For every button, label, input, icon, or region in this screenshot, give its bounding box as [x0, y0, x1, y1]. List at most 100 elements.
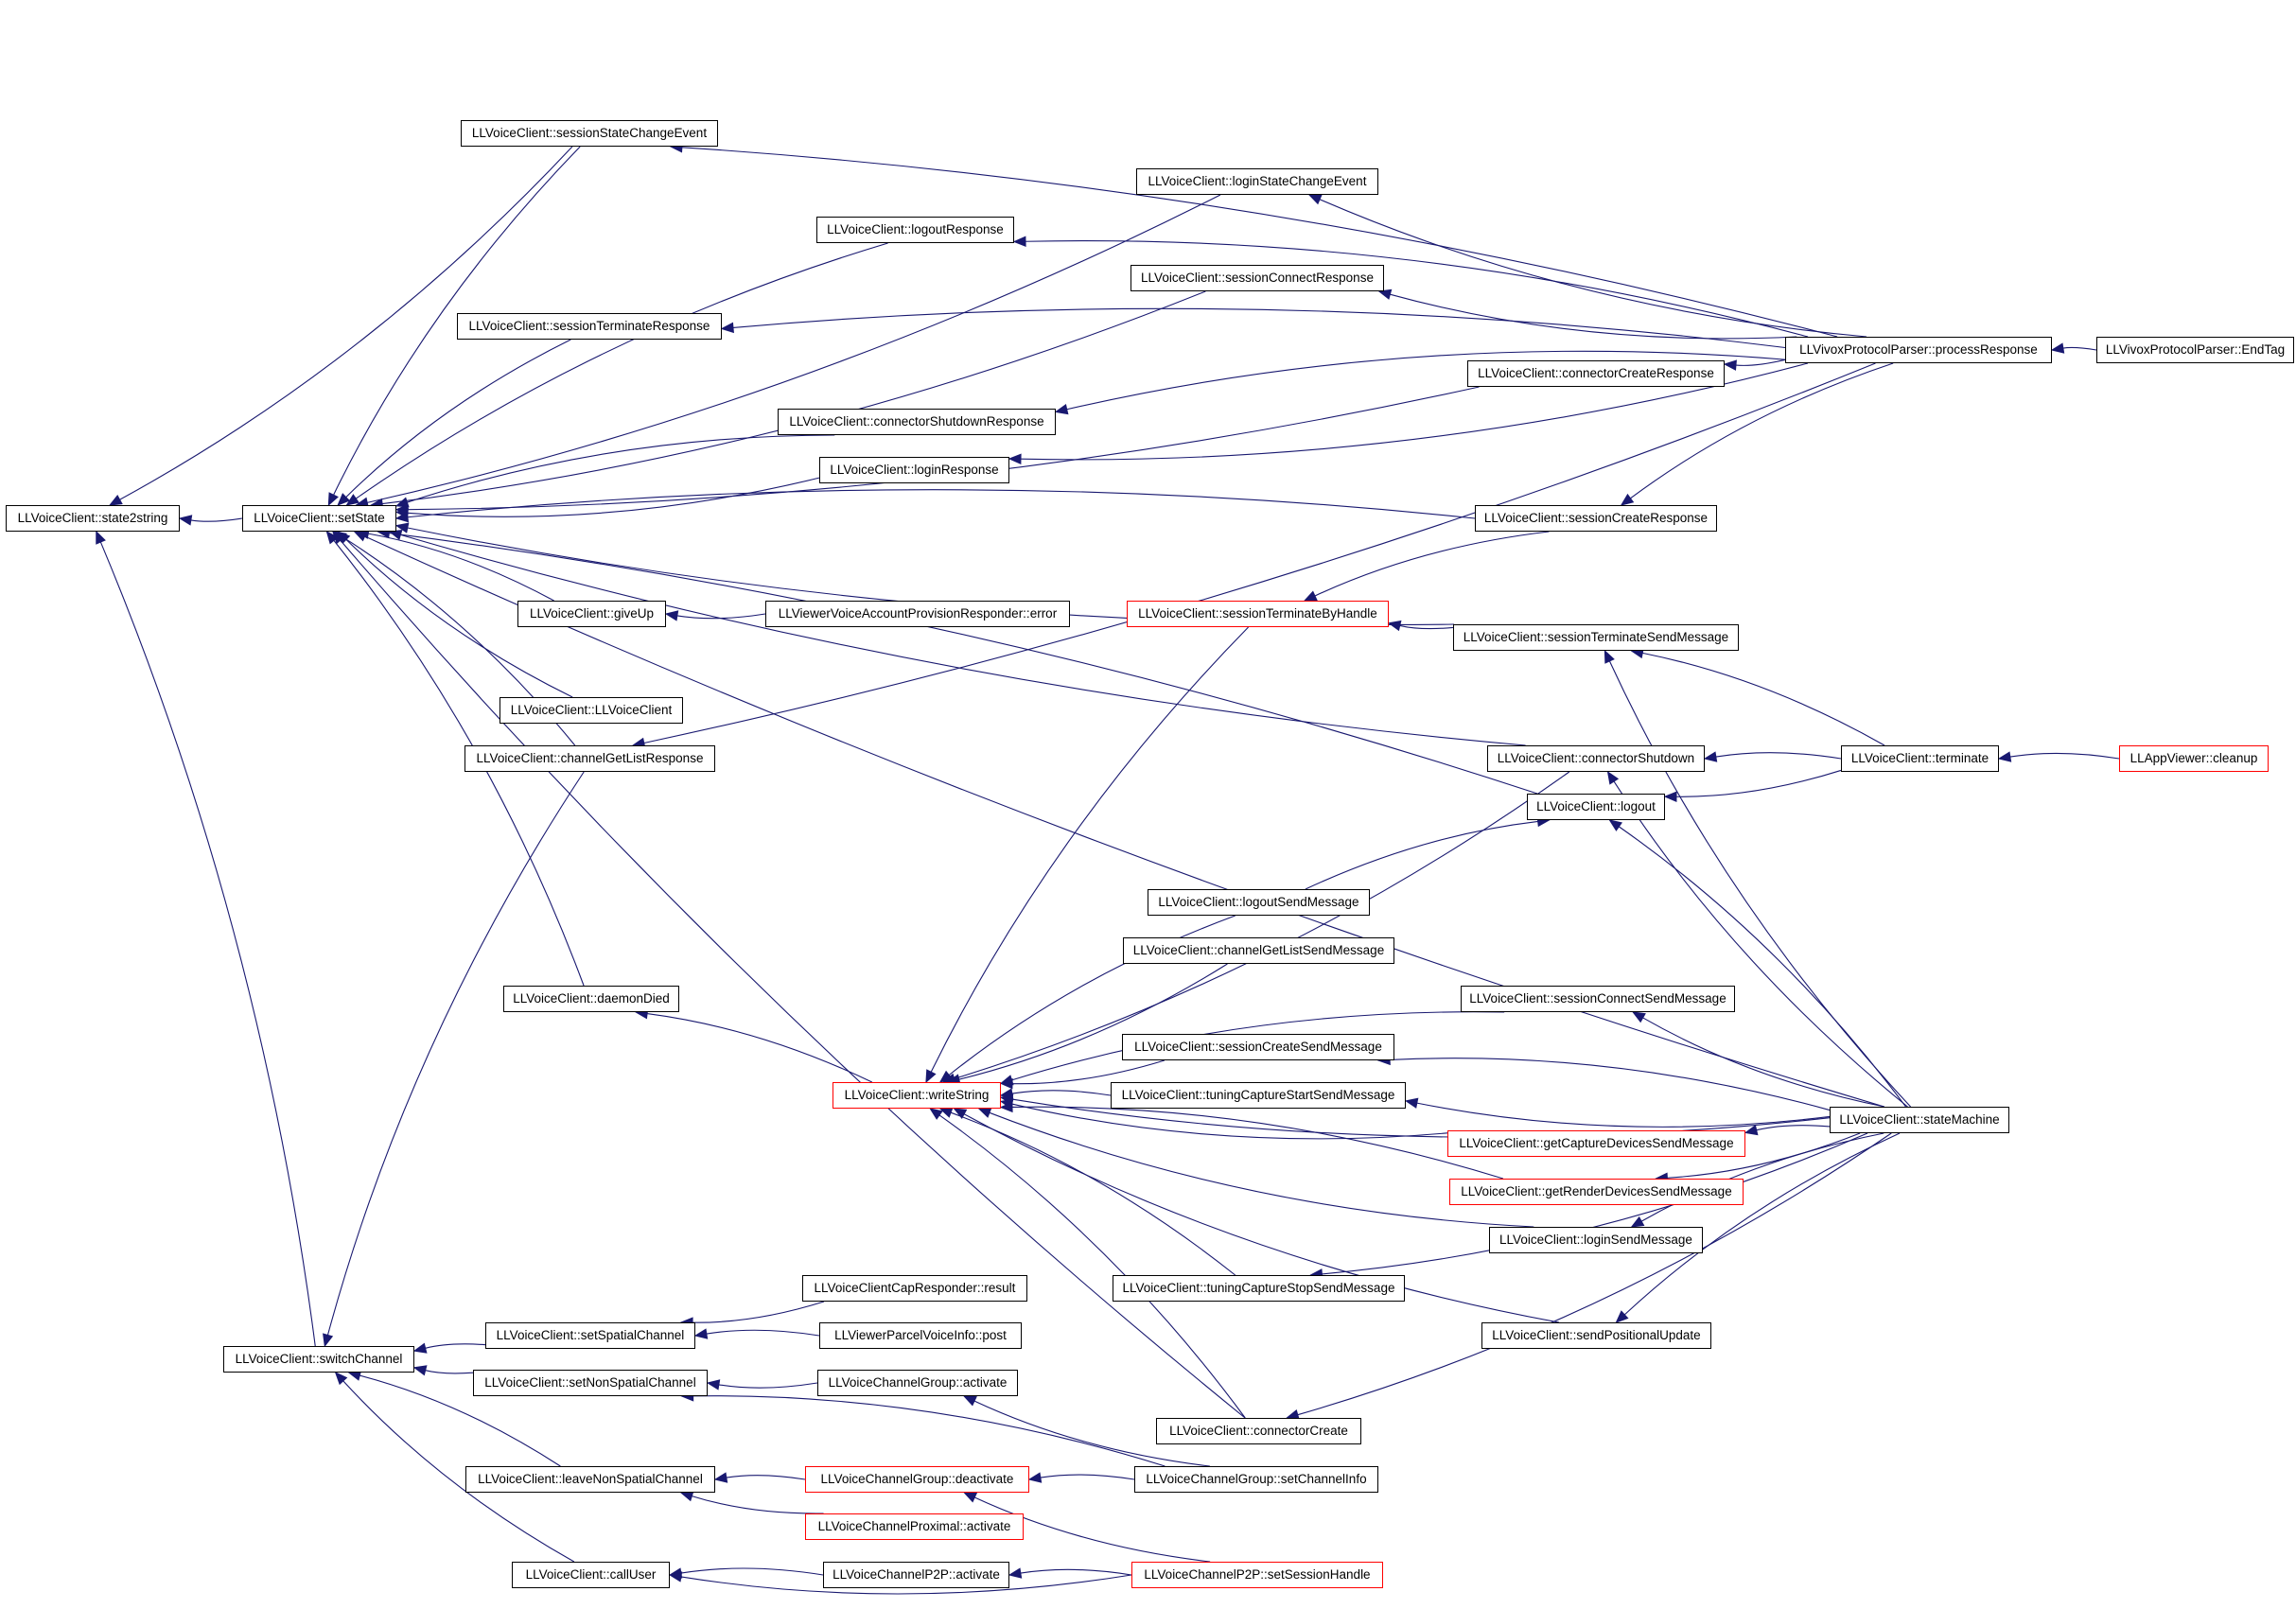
node-parcelvoiceinfo-post[interactable]: LLViewerParcelVoiceInfo::post — [819, 1322, 1022, 1349]
node-channelgetlistresponse[interactable]: LLVoiceClient::channelGetListResponse — [464, 745, 715, 772]
node-channelproximal-activate[interactable]: LLVoiceChannelProximal::activate — [805, 1513, 1024, 1540]
node-daemondied[interactable]: LLVoiceClient::daemonDied — [503, 986, 679, 1012]
arrowhead-setChannelInfo-to-groupDeactivate — [1027, 1472, 1043, 1483]
node-channelp2p-activate[interactable]: LLVoiceChannelP2P::activate — [823, 1562, 1009, 1588]
edge-processResponse-to-sessionTerminateResponse — [732, 307, 1786, 349]
node-switchchannel[interactable]: LLVoiceClient::switchChannel — [223, 1346, 414, 1373]
node-terminate[interactable]: LLVoiceClient::terminate — [1841, 745, 1999, 772]
node-sessionconnectsendmessage[interactable]: LLVoiceClient::sessionConnectSendMessage — [1461, 986, 1735, 1012]
node-channelgroup-activate[interactable]: LLVoiceChannelGroup::activate — [817, 1370, 1018, 1396]
edge-parcelPost-to-setSpatialChannel — [706, 1329, 820, 1337]
arrowhead-setSessionHandle-to-groupDeactivate — [963, 1492, 978, 1503]
node-getrenderdevicessendmessage[interactable]: LLVoiceClient::getRenderDevicesSendMessa… — [1449, 1179, 1744, 1205]
node-provisionerror[interactable]: LLViewerVoiceAccountProvisionResponder::… — [765, 601, 1070, 627]
node-setchannelinfo[interactable]: LLVoiceChannelGroup::setChannelInfo — [1134, 1466, 1378, 1493]
node-channelgetlistsendmessage[interactable]: LLVoiceClient::channelGetListSendMessage — [1123, 937, 1394, 964]
node-sendpositionalupdate[interactable]: LLVoiceClient::sendPositionalUpdate — [1481, 1322, 1711, 1349]
node-sessionterminatebyhandle[interactable]: LLVoiceClient::sessionTerminateByHandle — [1127, 601, 1389, 627]
node-llvoiceclient-constructor[interactable]: LLVoiceClient::LLVoiceClient — [500, 697, 683, 724]
node-setsessionhandle[interactable]: LLVoiceChannelP2P::setSessionHandle — [1131, 1562, 1383, 1588]
arrowhead-stateMachine-to-setState — [353, 531, 368, 542]
arrowhead-EndTag-to-processResponse — [2050, 342, 2065, 354]
arrowhead-getRenderDevicesSendMessage-to-writeString — [999, 1101, 1013, 1113]
edge-connectorCreate-to-writeString — [938, 1114, 1246, 1419]
edge-connectorShutdownResponse-to-setState — [407, 434, 835, 503]
node-sessioncreateresponse[interactable]: LLVoiceClient::sessionCreateResponse — [1475, 505, 1717, 532]
edge-leaveNonSpatialChannel-to-switchChannel — [359, 1374, 561, 1467]
arrowhead-processResponse-to-sessionCreateResponse — [1620, 493, 1635, 506]
edge-stateMachine-to-logout — [1618, 826, 1906, 1108]
arrowhead-processResponse-to-loginResponse — [1008, 453, 1022, 464]
arrowhead-processResponse-to-sessionConnectResponse — [1377, 289, 1393, 300]
arrowhead-sessionStateChangeEvent-to-setState — [327, 492, 339, 507]
node-state2string[interactable]: LLVoiceClient::state2string — [6, 505, 180, 532]
edge-switchChannel-to-state2string — [99, 541, 316, 1347]
node-giveup[interactable]: LLVoiceClient::giveUp — [517, 601, 666, 627]
arrowhead-channelGetListResponse-to-switchChannel — [323, 1333, 334, 1348]
node-loginstatechangeevent[interactable]: LLVoiceClient::loginStateChangeEvent — [1136, 168, 1378, 195]
node-connectorshutdown[interactable]: LLVoiceClient::connectorShutdown — [1487, 745, 1705, 772]
node-setnonspatialchannel[interactable]: LLVoiceClient::setNonSpatialChannel — [473, 1370, 708, 1396]
edge-processResponse-to-sessionCreateResponse — [1630, 362, 1894, 499]
edge-writeString-to-daemonDied — [647, 1013, 873, 1083]
node-connectorcreateresponse[interactable]: LLVoiceClient::connectorCreateResponse — [1467, 360, 1725, 387]
arrowhead-processResponse-to-connectorShutdownResponse — [1054, 404, 1069, 415]
node-capresponder-result[interactable]: LLVoiceClientCapResponder::result — [802, 1275, 1027, 1302]
edge-sessionStateChangeEvent-to-state2string — [119, 146, 573, 500]
edge-setSessionHandle-to-p2pActivate — [1020, 1568, 1132, 1576]
node-sessionterminatesendmessage[interactable]: LLVoiceClient::sessionTerminateSendMessa… — [1453, 624, 1739, 651]
edge-sessionStateChangeEvent-to-setState — [333, 146, 581, 496]
node-connectorcreate[interactable]: LLVoiceClient::connectorCreate — [1156, 1418, 1361, 1444]
arrowhead-cleanup-to-terminate — [1997, 751, 2012, 762]
node-logout[interactable]: LLVoiceClient::logout — [1527, 794, 1665, 820]
node-sessionterminateresponse[interactable]: LLVoiceClient::sessionTerminateResponse — [457, 313, 722, 340]
edge-callUser-to-switchChannel — [342, 1380, 575, 1563]
edge-connectorShutdown-to-setState — [400, 533, 1526, 746]
arrowhead-terminate-to-logout — [1663, 791, 1677, 803]
node-endtag[interactable]: LLVivoxProtocolParser::EndTag — [2096, 337, 2294, 363]
node-tuningcapturestopsendmessage[interactable]: LLVoiceClient::tuningCaptureStopSendMess… — [1113, 1275, 1405, 1302]
edge-groupActivate-to-setNonSpatialChannel — [718, 1382, 818, 1389]
node-loginresponse[interactable]: LLVoiceClient::loginResponse — [819, 457, 1009, 483]
edge-sessionConnectSendMessage-to-writeString — [1011, 1011, 1505, 1081]
edge-stateMachine-to-sessionCreateSendMessage — [1390, 1058, 1831, 1111]
node-sessionconnectresponse[interactable]: LLVoiceClient::sessionConnectResponse — [1130, 265, 1384, 291]
node-tuningcapturestartsendmessage[interactable]: LLVoiceClient::tuningCaptureStartSendMes… — [1111, 1082, 1406, 1109]
edge-p2pActivate-to-callUser — [680, 1567, 824, 1576]
arrowhead-callUser-to-switchChannel — [334, 1372, 348, 1386]
arrowhead-loginSendMessage-to-writeString — [977, 1108, 992, 1118]
arrowhead-setSpatialChannel-to-switchChannel — [412, 1342, 428, 1354]
edge-stateMachine-to-sendPositionalUpdate — [1623, 1132, 1901, 1316]
node-processresponse[interactable]: LLVivoxProtocolParser::processResponse — [1785, 337, 2052, 363]
arrowhead-groupActivate-to-setNonSpatialChannel — [706, 1379, 721, 1390]
arrowhead-logoutSendMessage-to-writeString — [938, 1070, 954, 1083]
edge-terminate-to-logout — [1675, 769, 1842, 797]
node-calluser[interactable]: LLVoiceClient::callUser — [512, 1562, 670, 1588]
node-setspatialchannel[interactable]: LLVoiceClient::setSpatialChannel — [485, 1322, 695, 1349]
arrowhead-sessionTerminateResponse-to-setState — [337, 493, 351, 506]
node-getcapturedevicessendmessage[interactable]: LLVoiceClient::getCaptureDevicesSendMess… — [1447, 1130, 1745, 1157]
node-sessionstatechangeevent[interactable]: LLVoiceClient::sessionStateChangeEvent — [461, 120, 718, 147]
arrowhead-daemonDied-to-setState — [325, 530, 339, 545]
arrowhead-setState-to-state2string — [178, 515, 193, 526]
node-setstate[interactable]: LLVoiceClient::setState — [242, 505, 396, 532]
node-sessioncreatesendmessage[interactable]: LLVoiceClient::sessionCreateSendMessage — [1122, 1034, 1394, 1060]
arrowhead-stateMachine-to-logout — [1608, 819, 1623, 831]
node-leavenonspatialchannel[interactable]: LLVoiceClient::leaveNonSpatialChannel — [465, 1466, 715, 1493]
node-logoutresponse[interactable]: LLVoiceClient::logoutResponse — [816, 217, 1014, 243]
node-channelgroup-deactivate[interactable]: LLVoiceChannelGroup::deactivate — [805, 1466, 1029, 1493]
node-connectorshutdownresponse[interactable]: LLVoiceClient::connectorShutdownResponse — [778, 409, 1056, 435]
node-logoutsendmessage[interactable]: LLVoiceClient::logoutSendMessage — [1148, 889, 1370, 916]
edge-EndTag-to-processResponse — [2062, 346, 2097, 351]
edge-logout-to-setState — [389, 532, 1538, 795]
node-loginsendmessage[interactable]: LLVoiceClient::loginSendMessage — [1489, 1227, 1703, 1253]
node-cleanup[interactable]: LLAppViewer::cleanup — [2119, 745, 2269, 772]
node-writestring[interactable]: LLVoiceClient::writeString — [833, 1082, 1001, 1109]
edge-processResponse-to-sessionStateChangeEvent — [681, 147, 1838, 338]
edge-connectorCreate-to-setState — [340, 539, 1246, 1419]
arrowhead-sessionTerminateByHandle-to-writeString — [925, 1069, 937, 1084]
edge-connectorCreateResponse-to-setState — [407, 386, 1480, 511]
arrowhead-sessionCreateResponse-to-sessionTerminateByHandle — [1303, 590, 1318, 602]
node-statemachine[interactable]: LLVoiceClient::stateMachine — [1830, 1107, 2009, 1133]
